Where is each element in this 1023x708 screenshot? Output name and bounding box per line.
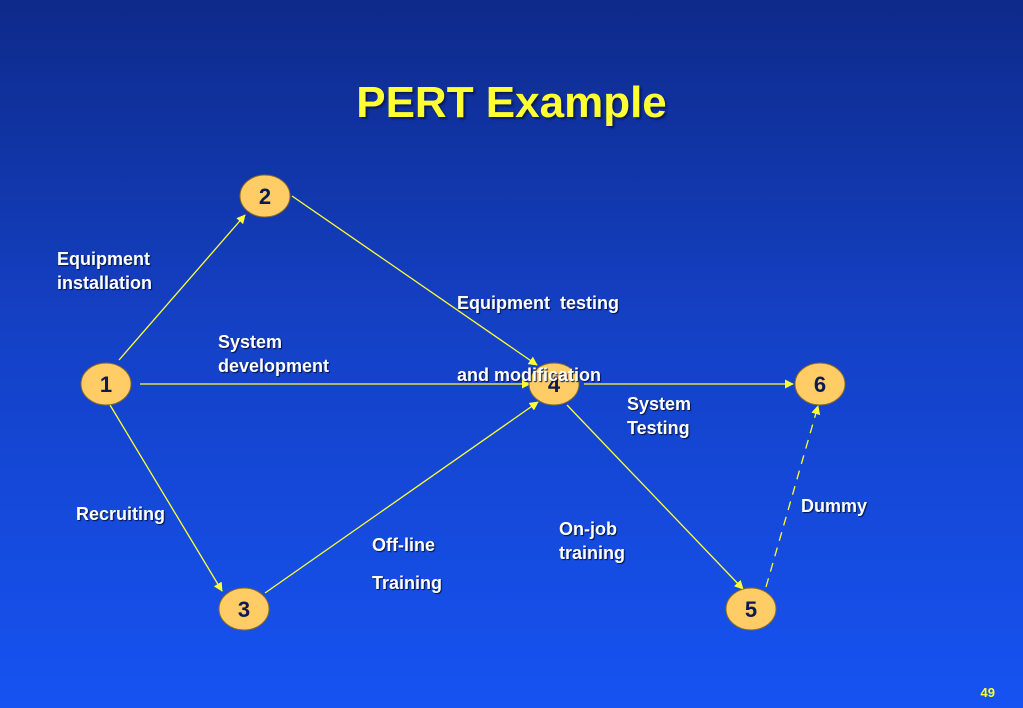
activity-label-line: installation [57,273,153,293]
activity-label-line: training [559,543,625,563]
activity-label-recruiting: Recruiting [76,502,165,526]
node-1-label: 1 [100,372,112,397]
edge-1-3 [109,404,223,592]
activity-label-equipment-installation: Equipment installation [57,247,152,295]
node-4-label: 4 [548,372,561,397]
activity-label-system-testing: System Testing [627,392,691,440]
node-6-label: 6 [814,372,826,397]
activity-label-line: development [218,356,330,376]
edge-1-2 [118,214,246,361]
activity-label-line: On-job [559,519,617,539]
edge-2-4 [291,195,538,366]
activity-label-equipment-testing: Equipment testing and modification [457,243,619,411]
activity-label-line: Equipment testing [457,293,619,313]
edge-3-4 [264,401,539,594]
activity-label-line: Testing [627,418,690,438]
activity-label-dummy: Dummy [801,494,867,518]
activity-label-line: System [627,394,692,414]
node-2-label: 2 [259,184,271,209]
node-3-label: 3 [238,597,250,622]
activity-label-line: Off-line [372,535,435,555]
activity-label-onjob-training: On-job training [559,517,625,565]
node-4: 4 [528,362,580,406]
page-title: PERT Example [356,78,667,127]
node-1: 1 [80,362,132,406]
node-3: 3 [218,587,270,631]
activity-label-line: Dummy [801,496,868,516]
activity-label-system-development: System development [218,330,329,378]
activity-label-line: Training [372,573,443,593]
activity-label-line: and modification [457,365,601,385]
page-number: 49 [980,685,995,700]
activity-label-line: System [218,332,283,352]
activity-label-line: Equipment [57,249,150,269]
activity-label-offline-training: Off-line Training [372,526,442,602]
node-5-label: 5 [745,597,757,622]
activity-label-line: Recruiting [76,504,166,524]
node-5: 5 [725,587,777,631]
edge-4-5 [566,404,744,590]
node-2: 2 [239,174,291,218]
node-6: 6 [794,362,846,406]
